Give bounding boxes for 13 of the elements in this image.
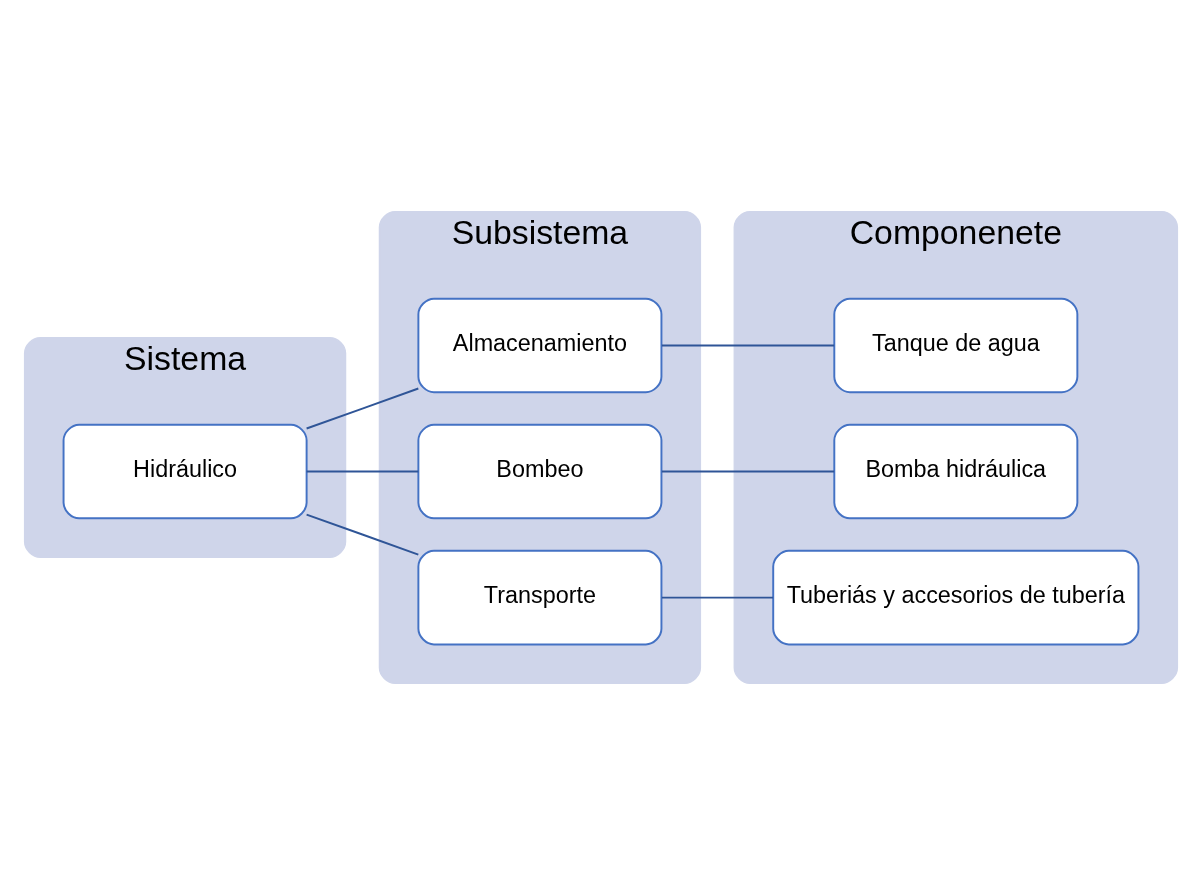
connector [660, 344, 836, 347]
node-box: Tanque de agua [833, 297, 1079, 394]
node-box: Bomba hidráulica [833, 423, 1079, 520]
connector [305, 470, 420, 473]
connector [305, 387, 420, 430]
node-box: Transporte [417, 549, 663, 646]
node-box: Hidráulico [62, 423, 308, 520]
node-box: Tuberiás y accesorios de tubería [772, 549, 1140, 646]
node-box: Almacenamiento [417, 297, 663, 394]
connector [660, 596, 774, 599]
connector [305, 513, 420, 556]
connector [660, 470, 836, 473]
node-box: Bombeo [417, 423, 663, 520]
